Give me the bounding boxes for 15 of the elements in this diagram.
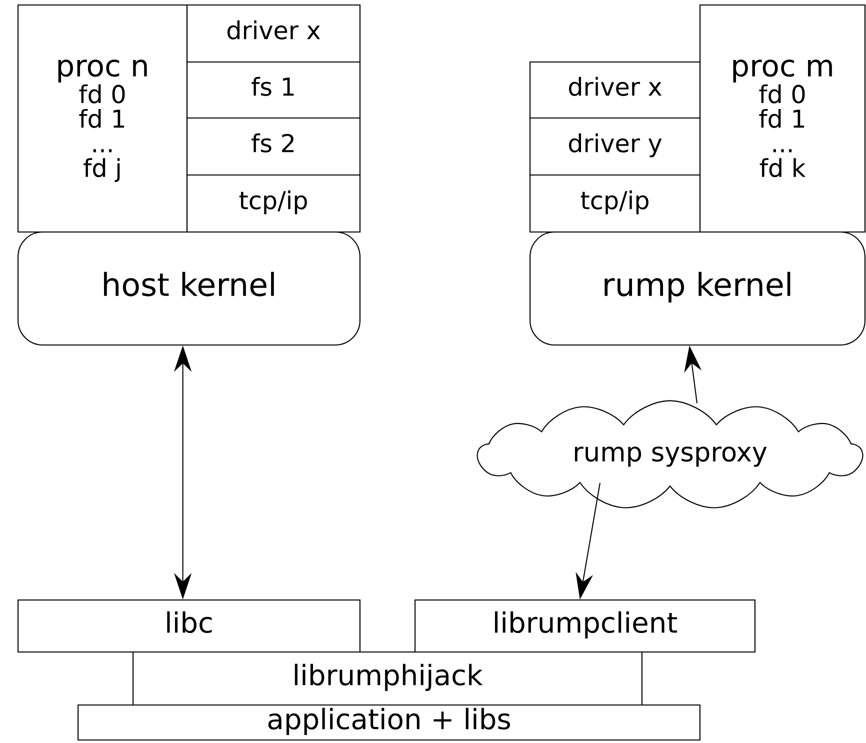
module-box: fs 2 (186, 117, 361, 176)
kernel-box: rump kernel (530, 231, 866, 346)
module-box: fs 1 (186, 61, 361, 119)
library-box: librumpclient (414, 599, 756, 653)
library-box: librumphijack (132, 651, 642, 706)
module-box: tcp/ip (186, 174, 361, 233)
module-box: tcp/ip (530, 174, 701, 233)
module-box: driver x (186, 4, 361, 63)
module-box: driver x (530, 61, 701, 119)
process-box: proc m fd 0 fd 1 ... fd k (700, 4, 866, 232)
sysproxy-cloud: rump sysproxy (476, 400, 864, 508)
library-box: application + libs (78, 704, 700, 741)
library-box: libc (18, 599, 360, 653)
process-box: proc n fd 0 fd 1 ... fd j (18, 4, 188, 232)
module-box: driver y (530, 117, 701, 176)
